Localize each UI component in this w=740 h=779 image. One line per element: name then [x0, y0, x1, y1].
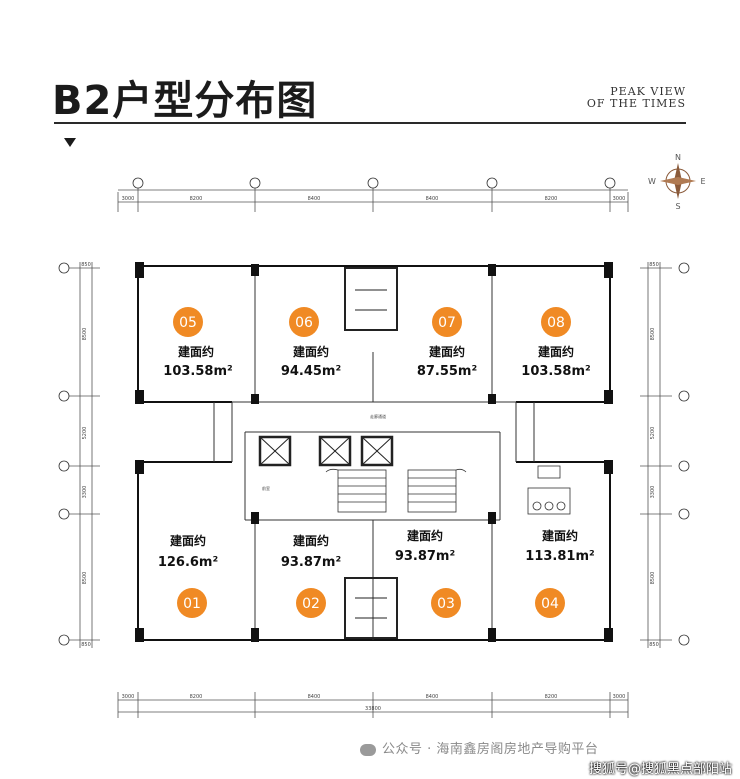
dim-top-3: 8400	[308, 196, 321, 202]
dim-left-4: 3300	[82, 486, 88, 499]
dim-bottom-6: 3000	[613, 694, 626, 700]
unit-number: 06	[295, 315, 313, 331]
dim-top-1: 3000	[122, 196, 135, 202]
dim-right-5: 8500	[650, 572, 656, 585]
unit-area-value: 126.6m²	[158, 555, 218, 570]
unit-area-value: 103.58m²	[163, 364, 232, 379]
unit-number: 02	[302, 596, 320, 612]
dim-bottom-1: 3000	[122, 694, 135, 700]
dim-bottom-3: 8400	[308, 694, 321, 700]
compass-s: S	[675, 202, 680, 211]
corner-watermark: 搜狐号@搜狐黑点部阳站	[588, 762, 732, 777]
structural-columns	[135, 262, 613, 642]
dim-bottom-2: 8200	[190, 694, 203, 700]
unit-badge	[296, 588, 326, 618]
unit-area-label: 建面约	[292, 344, 329, 359]
unit-area-value: 94.45m²	[281, 364, 341, 379]
dim-top-5: 8200	[545, 196, 558, 202]
unit-area-value: 93.87m²	[281, 555, 341, 570]
unit-05: 05 建面约 103.58m²	[163, 307, 233, 379]
compass-w: W	[648, 177, 656, 186]
dim-bottom-4: 8400	[426, 694, 439, 700]
dim-left-1: 850	[81, 262, 91, 268]
unit-area-label: 建面约	[428, 344, 465, 359]
dim-bottom-total: 33800	[365, 706, 381, 712]
unit-area-label: 建面约	[177, 344, 214, 359]
unit-badge	[431, 588, 461, 618]
dim-top-4: 8400	[426, 196, 439, 202]
core-elevators	[258, 267, 398, 639]
bottom-dimension	[117, 692, 629, 718]
core-stairs	[325, 468, 467, 513]
unit-number: 04	[541, 596, 559, 612]
unit-area-label: 建面约	[541, 528, 578, 543]
watermark: 公众号 · 海南鑫房阁房地产导购平台	[360, 738, 598, 757]
tagline-line-2: OF THE TIMES	[586, 97, 686, 110]
unit-area-value: 87.55m²	[417, 364, 477, 379]
unit-03: 03 建面约 93.87m²	[395, 528, 461, 618]
watermark-text: 公众号 · 海南鑫房阁房地产导购平台	[382, 742, 599, 757]
title-divider	[54, 122, 686, 124]
unit-01: 01 建面约 126.6m²	[158, 533, 218, 618]
page-title: B2户型分布图	[52, 78, 318, 124]
side-dimensions	[68, 262, 672, 648]
dim-right-6: 850	[649, 642, 659, 648]
restroom-fixtures	[527, 465, 571, 515]
building-walls	[137, 265, 611, 641]
unit-07: 07 建面约 87.55m²	[417, 307, 477, 379]
triangle-down-icon	[64, 138, 76, 147]
unit-number: 03	[437, 596, 455, 612]
dim-right-4: 3300	[650, 486, 656, 499]
dim-left-5: 8500	[82, 572, 88, 585]
unit-area-value: 93.87m²	[395, 549, 455, 564]
unit-08: 08 建面约 103.58m²	[521, 307, 591, 379]
dim-top-2: 8200	[190, 196, 203, 202]
dim-left-2: 8500	[82, 328, 88, 341]
unit-badge	[535, 588, 565, 618]
wechat-icon	[360, 743, 376, 756]
unit-area-label: 建面约	[169, 533, 206, 548]
unit-area-label: 建面约	[292, 533, 329, 548]
unit-02: 02 建面约 93.87m²	[281, 533, 341, 618]
unit-06: 06 建面约 94.45m²	[281, 307, 341, 379]
dim-right-3: 5200	[650, 427, 656, 440]
stair-room-label: 前室	[262, 485, 270, 491]
unit-area-label: 建面约	[537, 344, 574, 359]
dim-right-1: 850	[649, 262, 659, 268]
interior-partitions	[213, 266, 535, 640]
dim-left-3: 5200	[82, 427, 88, 440]
tagline-line-1: PEAK VIEW	[610, 85, 686, 98]
unit-area-value: 113.81m²	[525, 549, 594, 564]
unit-number: 08	[547, 315, 565, 331]
unit-04: 04 建面约 113.81m²	[525, 528, 595, 618]
unit-badge	[177, 588, 207, 618]
unit-area-label: 建面约	[406, 528, 443, 543]
unit-badge	[289, 307, 319, 337]
dim-right-2: 8500	[650, 328, 656, 341]
unit-area-value: 103.58m²	[521, 364, 590, 379]
units-layer: 05 建面约 103.58m² 06 建面约 94.45m² 07 建面约 87.55m² 08 建…	[158, 307, 595, 618]
tagline: PEAK VIEW OF THE TIMES	[556, 86, 686, 110]
corridor-label: 走廊通道	[370, 413, 386, 419]
compass-n: N	[675, 153, 681, 162]
compass-icon: N S E W	[648, 153, 705, 211]
dim-left-6: 850	[81, 642, 91, 648]
compass-e: E	[700, 177, 705, 186]
unit-badge	[432, 307, 462, 337]
unit-badge	[541, 307, 571, 337]
dim-bottom-5: 8200	[545, 694, 558, 700]
unit-number: 07	[438, 315, 456, 331]
unit-number: 01	[183, 596, 201, 612]
top-dimension	[117, 182, 629, 212]
dim-top-6: 3000	[613, 196, 626, 202]
unit-number: 05	[179, 315, 197, 331]
unit-badge	[173, 307, 203, 337]
